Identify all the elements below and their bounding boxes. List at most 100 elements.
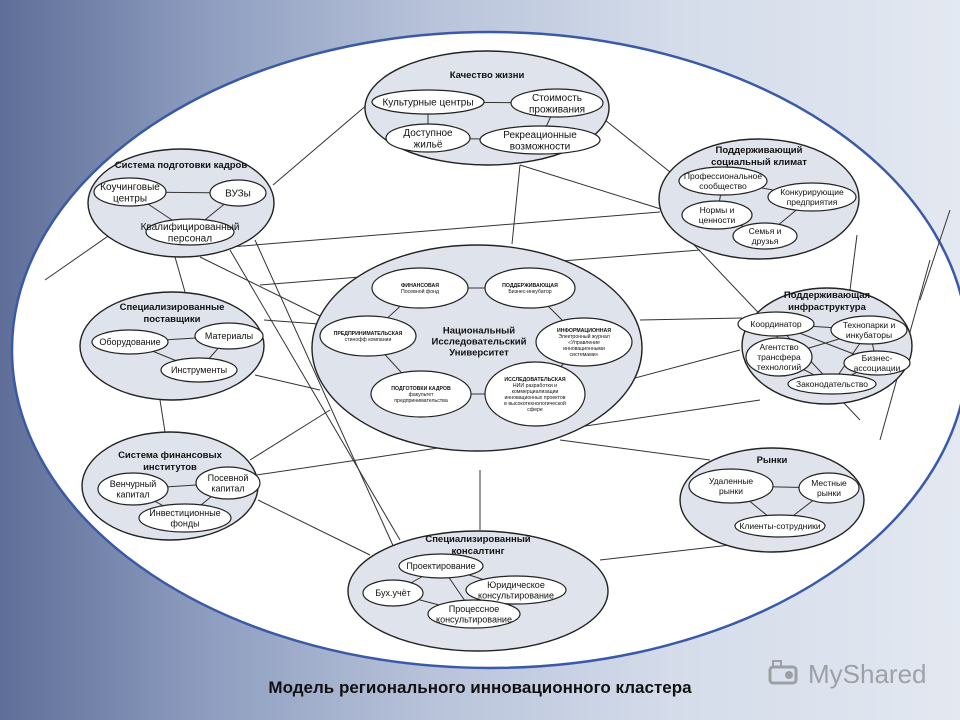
node-label-line: Рекреационные	[503, 130, 577, 141]
node-label: ВУЗы	[225, 189, 251, 200]
node-label-line: Агентство	[759, 342, 798, 352]
connection-line	[254, 374, 321, 391]
node-label-line: сфере	[527, 407, 543, 413]
cluster-suppliers: СпециализированныепоставщикиМатериалыОбо…	[79, 291, 265, 401]
node-label-line: ИНФОРМАЦИОННАЯ	[557, 328, 611, 334]
node-infra-0: Координатор	[737, 311, 815, 337]
node-label-line: Электронный журнал	[558, 333, 609, 340]
node-label-line: ценности	[699, 215, 736, 225]
node-ellipse	[91, 329, 169, 355]
node-ellipse	[479, 125, 601, 155]
node-ellipse	[734, 514, 826, 538]
node-label-line: системами»	[569, 352, 598, 358]
node-label-line: консультирование	[436, 614, 512, 624]
cluster-title: поставщики	[144, 314, 201, 325]
node-label-line: предпринимательства	[394, 398, 448, 404]
node-ellipse	[465, 575, 567, 605]
node-infra-4: Законодательство	[787, 373, 877, 395]
node-label-line: ИССЛЕДОВАТЕЛЬСКАЯ	[504, 377, 565, 383]
connection-line	[919, 209, 951, 301]
logo-text: MyShared	[808, 658, 927, 689]
node-ellipse	[745, 337, 813, 377]
node-ellipse	[737, 311, 815, 337]
connection-line	[639, 317, 743, 321]
node-ellipse	[535, 317, 633, 367]
cluster-title: Качество жизни	[450, 70, 525, 81]
connection-line	[559, 439, 711, 461]
node-label-line: Инструменты	[171, 365, 227, 375]
node-ellipse	[787, 373, 877, 395]
node-label-line: центры	[113, 193, 147, 204]
node-label-line: «Управление	[568, 340, 600, 346]
node-label-line: Профессиональное	[684, 171, 762, 181]
node-label-line: Посевной фонд	[401, 288, 439, 295]
node-label-line: НИИ разработки и	[513, 383, 557, 389]
node-ellipse	[385, 123, 471, 153]
cluster-title: Поддерживающая	[784, 290, 870, 301]
node-training-1: ВУЗы	[209, 179, 267, 207]
node-label: Оборудование	[99, 337, 160, 347]
node-ellipse	[195, 466, 261, 500]
node-label-line: Семья и	[749, 226, 782, 236]
cluster-title: Система финансовых	[118, 450, 223, 461]
node-label-line: технологий	[757, 362, 801, 372]
node-label-line: инновационными	[563, 346, 605, 352]
connection-line	[254, 239, 396, 551]
cluster-title: Специализированный	[425, 534, 530, 545]
node-consulting-0: Проектирование	[398, 553, 484, 579]
node-label-line: Бизнес-инкубатор	[508, 289, 551, 295]
node-quality-0: Культурные центры	[371, 89, 485, 115]
node-label-line: Проектирование	[406, 561, 475, 571]
node-label-line: предприятия	[787, 197, 838, 207]
university-center-label-line: Университет	[449, 347, 509, 358]
cluster-title: консалтинг	[451, 546, 504, 557]
node-suppliers-0: Материалы	[194, 322, 264, 350]
node-ellipse	[97, 472, 169, 506]
node-label-line: Бизнес-	[862, 353, 893, 363]
node-ellipse	[93, 177, 167, 207]
node-label-line: инновационных проектов	[504, 395, 565, 401]
cluster-title: Система подготовки кадров	[115, 160, 248, 171]
university-center-label-line: Национальный	[443, 325, 515, 336]
node-label-line: Коучинговые	[100, 182, 160, 193]
node-label-line: Инвестиционные	[149, 508, 220, 518]
node-label-line: Посевной	[208, 473, 249, 483]
cluster-title: Специализированные	[120, 302, 225, 313]
projector-icon	[768, 660, 798, 685]
node-label-line: рынки	[817, 488, 841, 498]
node-label-line: ВУЗы	[225, 189, 251, 200]
node-ellipse	[484, 361, 586, 427]
node-label-line: консультирование	[478, 590, 554, 600]
node-label-line: Клиенты-сотрудники	[739, 521, 820, 531]
